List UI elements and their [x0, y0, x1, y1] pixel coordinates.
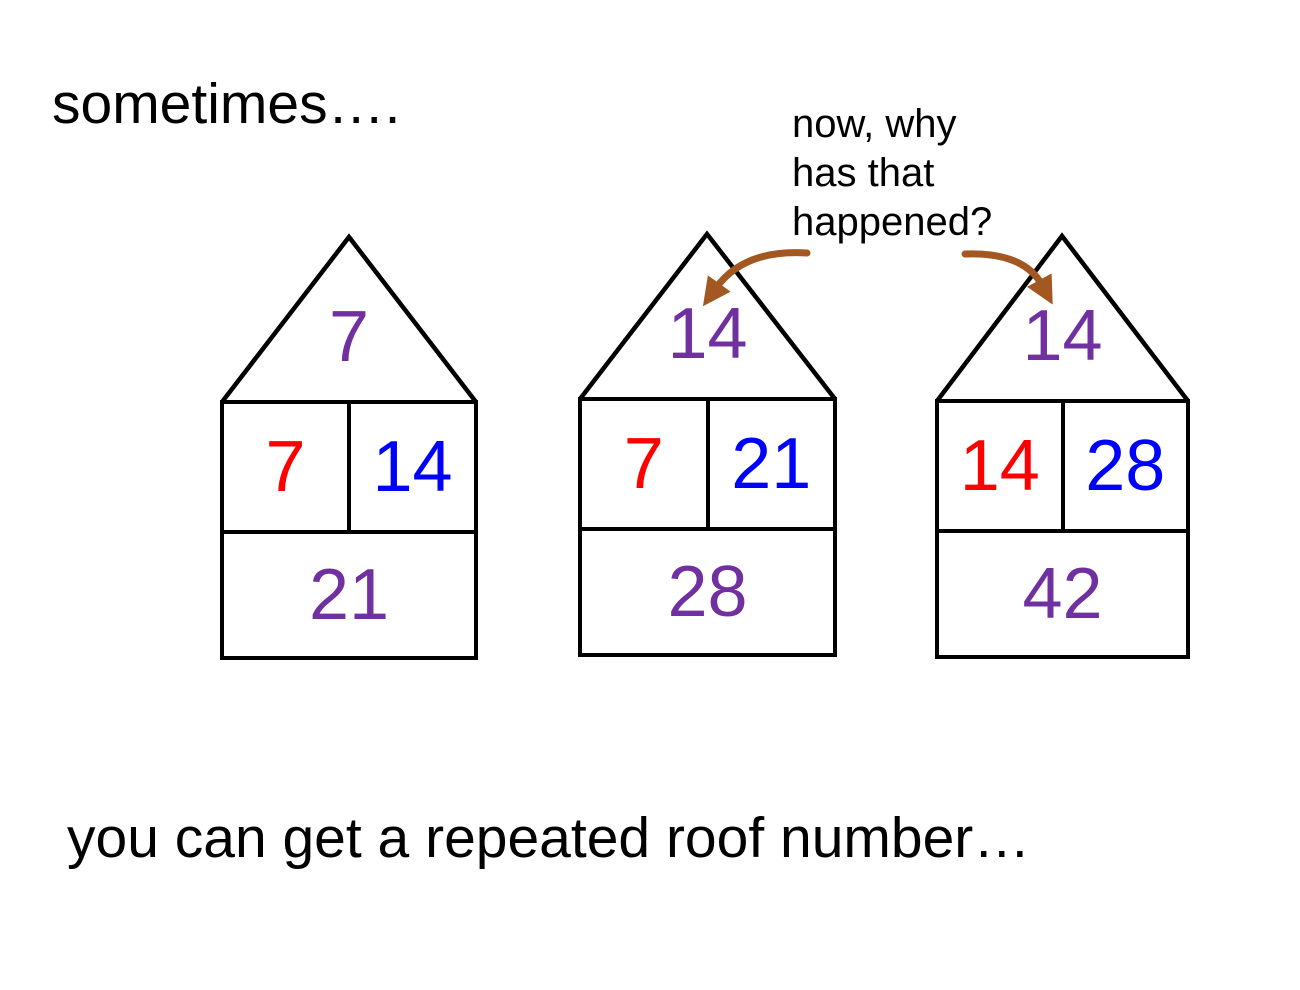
house-3-roof-number: 14 — [1022, 296, 1103, 376]
number-house-2: 14 7 21 28 — [578, 230, 837, 657]
house-1-middle-right-number: 14 — [372, 427, 453, 507]
number-house-3: 14 14 28 42 — [935, 232, 1190, 659]
house-3-bottom-number: 42 — [1022, 554, 1103, 634]
bottom-text: you can get a repeated roof number… — [67, 806, 1031, 870]
house-1-roof: 7 — [220, 233, 478, 404]
house-2-middle-right-number: 21 — [731, 424, 812, 504]
number-house-1: 7 7 14 21 — [220, 233, 478, 660]
house-3-roof: 14 — [935, 232, 1190, 403]
annotation-line-3: happened? — [792, 200, 993, 244]
roof-triangle-shape — [220, 233, 478, 404]
house-3-middle-left-number: 14 — [939, 403, 1065, 529]
house-3-body: 14 28 42 — [935, 399, 1190, 659]
annotation-text: now, why has that happened? — [792, 100, 992, 247]
house-2-roof: 14 — [578, 230, 837, 401]
annotation-line-2: has that — [792, 151, 935, 195]
title-text: sometimes…. — [52, 72, 401, 136]
house-2-roof-number: 14 — [667, 294, 748, 374]
house-2-bottom-number: 28 — [667, 552, 748, 632]
house-1-body: 7 14 21 — [220, 400, 478, 660]
house-2-middle-row: 7 21 — [582, 401, 833, 531]
roof-triangle-shape — [578, 230, 837, 401]
house-2-middle-left-number: 7 — [582, 401, 710, 527]
house-3-middle-row: 14 28 — [939, 403, 1186, 533]
house-3-middle-right-number: 28 — [1085, 426, 1166, 506]
roof-triangle-shape — [935, 232, 1190, 403]
annotation-line-1: now, why — [792, 102, 957, 146]
house-1-bottom-number: 21 — [308, 555, 390, 635]
house-1-middle-left-number: 7 — [224, 404, 351, 530]
house-1-roof-number: 7 — [328, 297, 370, 377]
house-2-body: 7 21 28 — [578, 397, 837, 657]
house-1-middle-row: 7 14 — [224, 404, 474, 534]
